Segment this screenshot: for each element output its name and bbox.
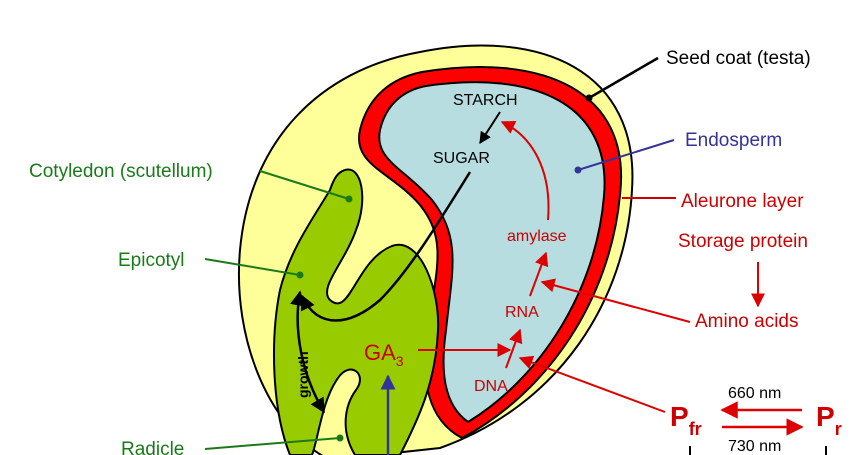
- storage-protein-label: Storage protein: [678, 231, 808, 252]
- endosperm-dot: [574, 166, 582, 174]
- seed-coat-label: Seed coat (testa): [666, 48, 811, 69]
- dna-label: DNA: [474, 378, 508, 395]
- starch-label: STARCH: [453, 92, 518, 109]
- pfr-to-dna-arrow: [518, 355, 666, 413]
- rna-label: RNA: [505, 304, 539, 321]
- nm660-label: 660 nm: [728, 385, 781, 402]
- cotyledon-label: Cotyledon (scutellum): [29, 161, 213, 182]
- epicotyl-label: Epicotyl: [118, 250, 185, 271]
- growth-arrow: [290, 290, 326, 414]
- amylase-label: amylase: [507, 228, 567, 245]
- endosperm-shape: [378, 81, 606, 424]
- aleurone-label: Aleurone layer: [681, 191, 804, 212]
- radicle-leader: [204, 437, 341, 450]
- nm730-label: 730 nm: [728, 438, 781, 455]
- amino-acids-arrow: [540, 278, 691, 323]
- endosperm-leader: [577, 139, 675, 171]
- amino-acids-label: Amino acids: [695, 311, 799, 332]
- dna-to-rna-arrow: [505, 328, 523, 369]
- amylase-to-starch-arrow: [500, 120, 550, 221]
- sugar-label: SUGAR: [433, 150, 490, 167]
- epicotyl-dot: [296, 271, 304, 279]
- growth-label: growth: [295, 351, 311, 398]
- epicotyl-leader: [204, 258, 301, 276]
- rna-to-amylase-arrow: [529, 251, 549, 297]
- cotyledon-dot: [345, 195, 353, 203]
- seed-coat-dot: [585, 94, 593, 102]
- pfr-label: Pfr: [670, 401, 702, 439]
- cotyledon-leader: [259, 170, 350, 200]
- endosperm-label: Endosperm: [685, 130, 782, 151]
- ga3-label: GA3: [364, 340, 404, 369]
- starch-to-sugar-arrow: [479, 111, 501, 145]
- pr-label: Pr: [816, 401, 842, 439]
- seed-coat-leader: [588, 56, 659, 100]
- radicle-label: Radicle: [121, 439, 184, 455]
- radicle-dot: [336, 434, 344, 442]
